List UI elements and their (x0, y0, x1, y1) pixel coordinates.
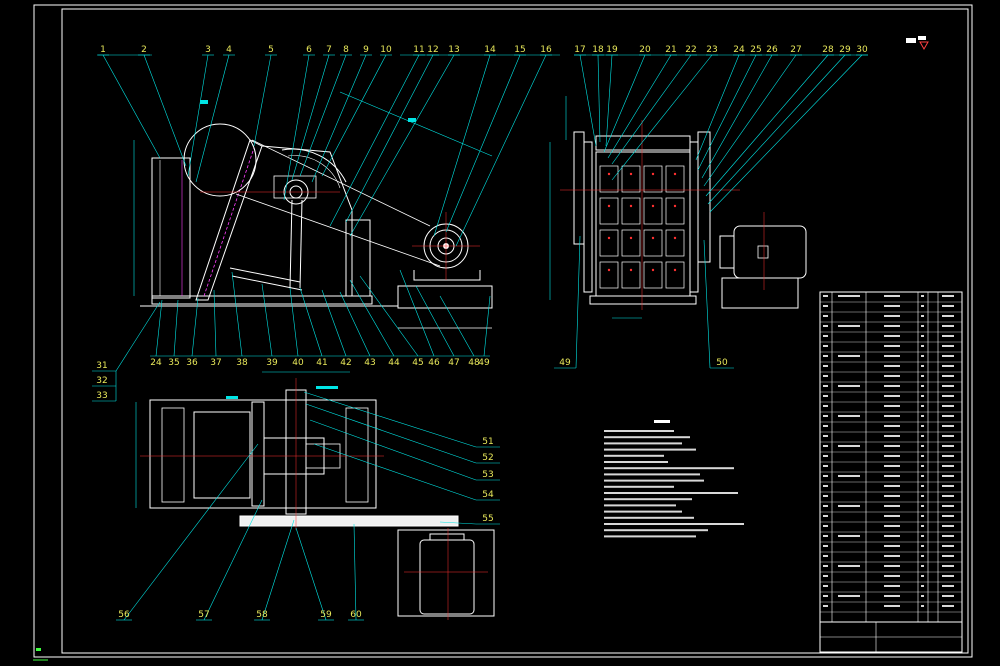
balloon-left: 32 (96, 376, 107, 386)
balloon-top: 30 (856, 45, 868, 55)
balloon-lower: 57 (198, 610, 209, 620)
balloon-bottom: 48 (468, 358, 480, 368)
balloon-bottom: 45 (412, 358, 423, 368)
balloon-top: 20 (639, 45, 651, 55)
balloon-top: 24 (733, 45, 745, 55)
balloon-right: 51 (482, 437, 493, 447)
balloon-top: 15 (514, 45, 525, 55)
balloon-top: 29 (839, 45, 851, 55)
balloon-top: 25 (750, 45, 761, 55)
balloon-bottom: 41 (316, 358, 327, 368)
balloon-right: 52 (482, 453, 493, 463)
balloon-side: 50 (716, 358, 728, 368)
front-view (133, 91, 493, 329)
balloon-top: 27 (790, 45, 801, 55)
balloon-top: 16 (540, 45, 552, 55)
balloon-lower: 60 (350, 610, 362, 620)
balloon-top: 12 (427, 45, 438, 55)
balloon-bottom: 39 (266, 358, 278, 368)
side-view (549, 96, 807, 319)
balloon-right: 53 (482, 470, 493, 480)
leader-lines (92, 54, 868, 621)
balloon-top: 18 (592, 45, 604, 55)
balloon-top: 26 (766, 45, 778, 55)
balloon-top: 11 (413, 45, 424, 55)
balloon-top: 13 (448, 45, 459, 55)
balloon-left: 33 (96, 391, 107, 401)
balloon-top: 28 (822, 45, 834, 55)
balloon-bottom: 24 (150, 358, 162, 368)
balloon-top: 19 (606, 45, 618, 55)
balloon-top: 7 (326, 45, 332, 55)
balloon-top: 6 (306, 45, 312, 55)
balloon-right: 55 (482, 514, 493, 524)
balloon-top: 23 (706, 45, 717, 55)
balloon-top: 4 (226, 45, 232, 55)
balloon-lower: 56 (118, 610, 130, 620)
balloon-top: 22 (685, 45, 696, 55)
balloon-bottom: 43 (364, 358, 375, 368)
top-view (135, 371, 459, 530)
roughness-symbol (906, 36, 929, 51)
balloon-bottom: 42 (340, 358, 351, 368)
balloon-right: 54 (482, 490, 494, 500)
balloon-bottom: 38 (236, 358, 248, 368)
motor-top-view (397, 528, 495, 620)
balloon-top: 8 (343, 45, 349, 55)
technical-requirements-block (604, 420, 744, 538)
balloon-bottom: 46 (428, 358, 440, 368)
balloon-top: 9 (363, 45, 369, 55)
outer-frame (33, 4, 973, 658)
balloon-lower: 59 (320, 610, 332, 620)
balloon-bottom: 47 (448, 358, 459, 368)
balloon-top: 14 (484, 45, 496, 55)
balloon-bottom: 40 (292, 358, 304, 368)
balloon-bottom: 37 (210, 358, 221, 368)
balloon-bottom: 35 (168, 358, 179, 368)
balloon-bottom: 44 (388, 358, 400, 368)
balloon-left: 31 (96, 361, 107, 371)
balloon-top: 5 (268, 45, 274, 55)
corner-mark (36, 648, 41, 651)
balloon-top: 1 (100, 45, 106, 55)
balloon-top: 17 (574, 45, 585, 55)
parts-list-table (819, 291, 963, 653)
balloon-top: 21 (665, 45, 676, 55)
balloon-bottom: 49 (478, 358, 490, 368)
inner-frame (61, 8, 969, 654)
balloon-top: 3 (205, 45, 211, 55)
balloon-lower: 58 (256, 610, 268, 620)
balloon-top: 10 (380, 45, 392, 55)
balloon-side: 49 (559, 358, 571, 368)
balloon-top: 2 (141, 45, 147, 55)
balloon-bottom: 36 (186, 358, 198, 368)
